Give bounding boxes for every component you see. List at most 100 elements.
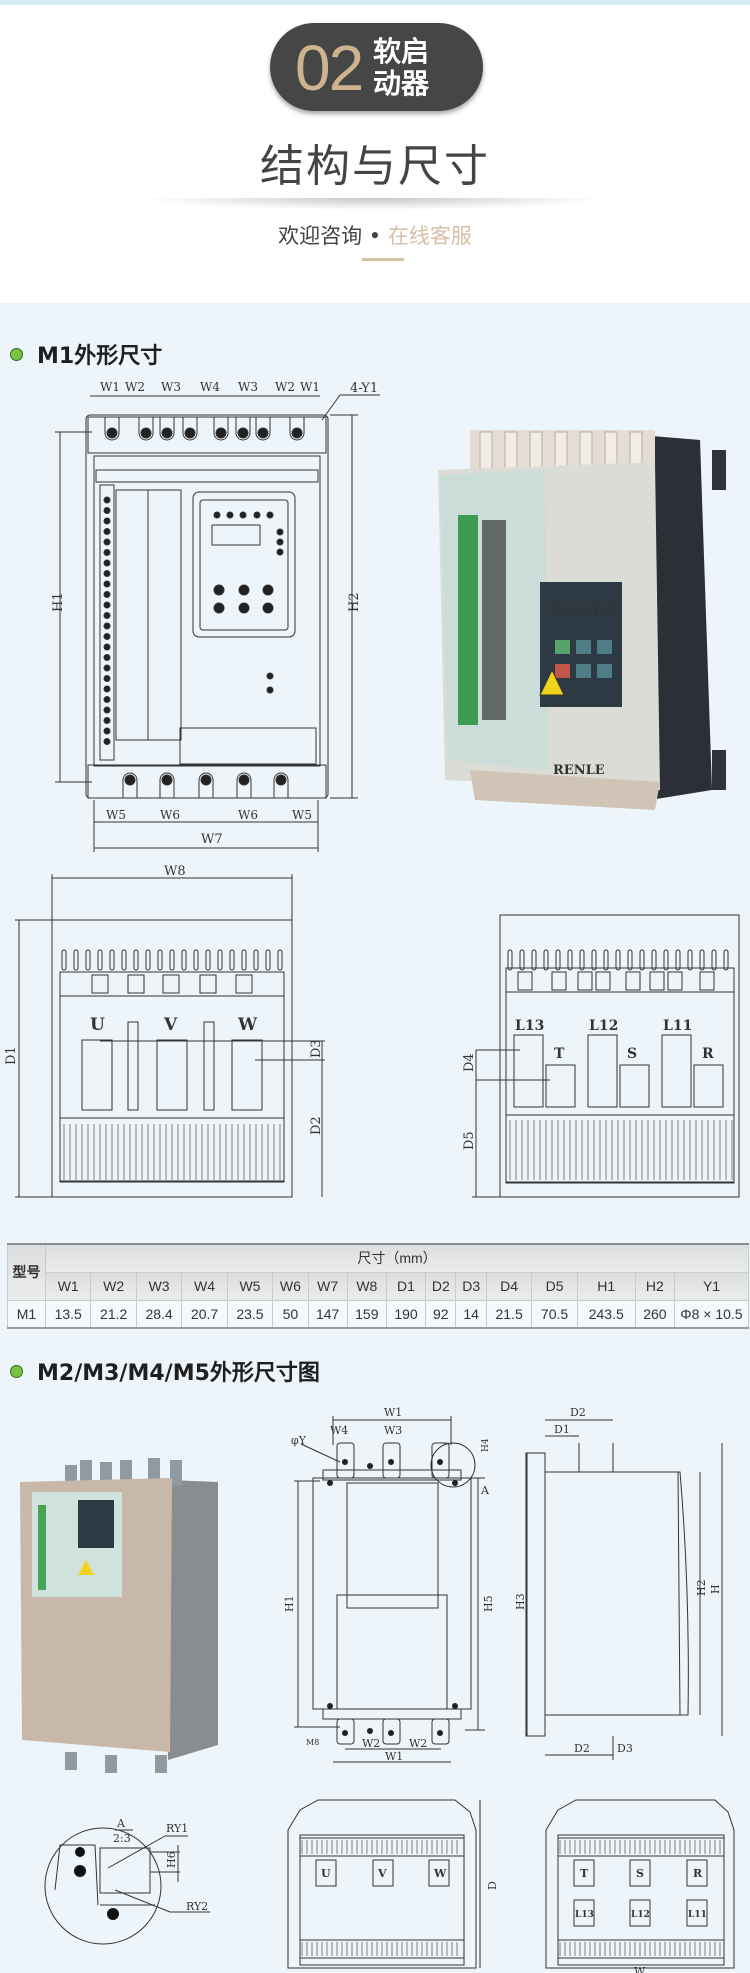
vent-slot <box>253 949 259 971</box>
badge-line-2: 动器 <box>373 67 430 100</box>
terminal-fin <box>529 431 543 471</box>
column-header-d5: D5 <box>531 1271 578 1301</box>
m2-terminal-l13: L13 <box>575 1910 594 1920</box>
vent-slot <box>615 949 621 971</box>
value-cell: 21.5 <box>485 1299 533 1329</box>
m2-terminal-t: T <box>580 1867 589 1880</box>
control-terminal <box>103 727 111 735</box>
online-service-link[interactable]: 在线客服 <box>387 224 472 248</box>
control-terminal <box>103 528 111 535</box>
vent-slot <box>241 949 247 971</box>
terminal-v: V <box>163 1015 178 1035</box>
m2-a-label: A <box>480 1484 490 1497</box>
column-header-h1: H1 <box>576 1271 636 1301</box>
vent-slot <box>723 949 729 971</box>
column-header-w4: W4 <box>181 1271 228 1301</box>
control-terminal <box>103 738 111 745</box>
column-header-d2: D2 <box>425 1271 457 1301</box>
top-dim-label: W1 <box>100 380 120 394</box>
terminal-slot <box>213 417 229 441</box>
terminal-l13: L13 <box>515 1018 544 1034</box>
vent-slot <box>133 949 139 971</box>
control-port <box>595 971 611 991</box>
vent-slot <box>651 949 657 971</box>
detail-a-label: A <box>116 1817 126 1830</box>
vent-slot <box>687 949 693 971</box>
vent-slot <box>181 949 187 971</box>
m2-heading-text: M2/M3/M4/M5外形尺寸图 <box>37 1361 320 1386</box>
badge-line-1: 软启 <box>373 35 430 68</box>
keypad-button <box>226 511 234 519</box>
control-terminal <box>103 643 111 651</box>
vent-slot <box>591 949 597 971</box>
column-header-d1: D1 <box>385 1271 427 1301</box>
terminal-s: S <box>627 1046 637 1062</box>
control-port <box>127 974 145 994</box>
keypad-button <box>266 672 274 680</box>
vent-slot <box>169 949 175 971</box>
vent-slot <box>507 949 513 971</box>
column-header-d3: D3 <box>455 1271 487 1301</box>
column-header-w7: W7 <box>307 1271 348 1301</box>
detail-a-view <box>44 1827 210 1945</box>
value-cell: 70.5 <box>531 1299 578 1329</box>
keypad-button <box>239 511 247 519</box>
terminal-screw <box>238 774 250 786</box>
vent-slot <box>639 949 645 971</box>
column-header-w6: W6 <box>272 1271 309 1301</box>
vent-slot <box>603 949 609 971</box>
ry1-label: RY1 <box>166 1822 188 1835</box>
d2-label: D2 <box>309 1116 324 1135</box>
h2-label: H2 <box>347 592 362 612</box>
terminal-screw <box>106 427 118 439</box>
terminal-fin <box>504 431 518 471</box>
terminal-screw <box>161 774 173 786</box>
m2-front-view <box>294 1416 485 1763</box>
column-header-w2: W2 <box>90 1271 137 1301</box>
terminal-slot <box>289 417 305 441</box>
m2-side-d3-label: D3 <box>617 1742 633 1755</box>
m1-input-end-view <box>472 914 740 1198</box>
vent-slot <box>193 949 199 971</box>
dimension-group-header: 尺寸（mm） <box>45 1243 749 1273</box>
brand-logo: RENLE <box>553 763 605 778</box>
terminal-fin <box>579 431 593 471</box>
keypad-button <box>213 602 225 614</box>
keypad-button <box>213 511 221 519</box>
subtitle-left: 欢迎咨询 <box>278 224 363 248</box>
vent-slot <box>699 949 705 971</box>
m2-h-label: H <box>709 1584 722 1594</box>
model-cell: M1 <box>7 1299 46 1329</box>
column-header-y1: Y1 <box>674 1271 749 1301</box>
m2-side-d2b-label: D2 <box>574 1742 590 1755</box>
bottom-dim-label: W6 <box>160 808 180 822</box>
value-cell: 21.2 <box>90 1299 137 1329</box>
divider-shadow <box>140 198 610 210</box>
vent-slot <box>97 949 103 971</box>
value-cell: 92 <box>425 1299 457 1329</box>
w7-label: W7 <box>201 832 223 847</box>
control-terminal <box>103 496 111 504</box>
m2-h5-label: H5 <box>482 1595 495 1612</box>
value-cell: 20.7 <box>181 1299 228 1329</box>
top-dim-label: W3 <box>238 380 258 394</box>
terminal-slot <box>159 417 175 441</box>
vent-slot <box>579 949 585 971</box>
keypad-button <box>262 584 274 596</box>
vent-slot <box>217 949 223 971</box>
value-cell: 28.4 <box>135 1299 183 1329</box>
section-badge: 02 软启 动器 <box>270 23 483 111</box>
top-dim-label: W3 <box>161 380 181 394</box>
m2-terminal-s: S <box>636 1867 644 1880</box>
m1-heading: M1外形尺寸 <box>10 338 162 370</box>
m2-terminal-l11: L11 <box>688 1910 707 1920</box>
ry2-label: RY2 <box>186 1900 208 1913</box>
terminal-screw <box>200 774 212 786</box>
bullet-icon <box>10 347 23 361</box>
m2-h4-label: H4 <box>481 1438 491 1452</box>
control-terminal <box>103 612 111 619</box>
m2-w2b-label: W2 <box>409 1737 427 1750</box>
terminal-l12: L12 <box>589 1018 618 1034</box>
m2-w3-label: W3 <box>384 1424 402 1437</box>
